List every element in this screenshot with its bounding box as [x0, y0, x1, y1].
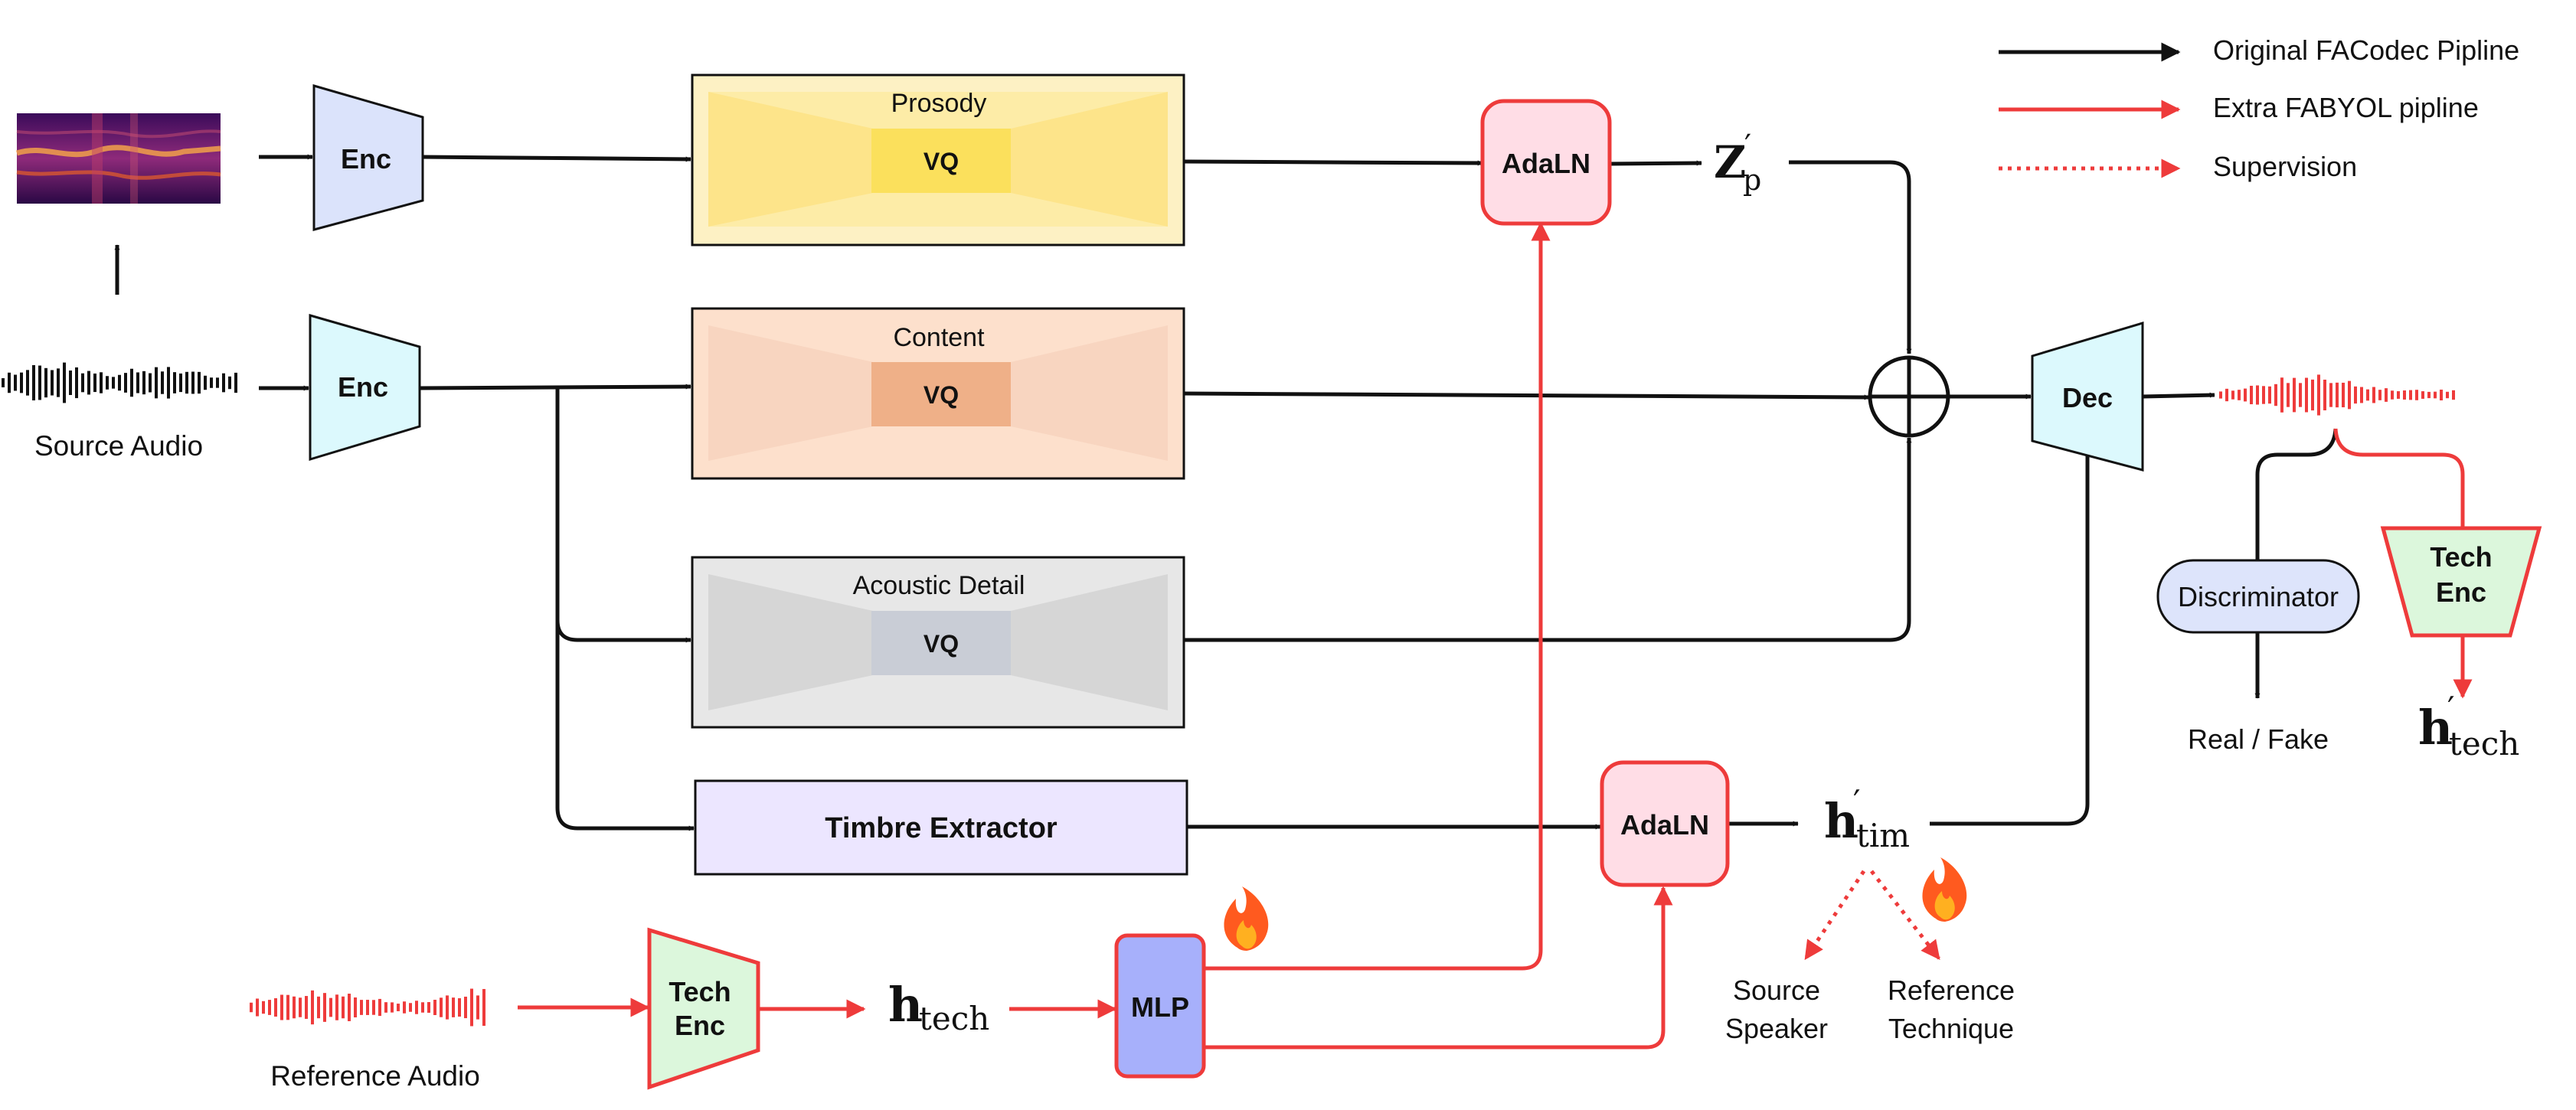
flame-icon [1224, 886, 1269, 951]
black-arrows [259, 154, 2338, 831]
arrow-enc-to-content [419, 384, 691, 390]
arrow-zp-to-sum [1789, 160, 1912, 354]
legend-extra-label: Extra FABYOL pipline [2213, 92, 2479, 123]
acoustic-title: Acoustic Detail [853, 571, 1025, 600]
tech-encoder-output: Tech Enc [2380, 526, 2542, 638]
h-tech-out-main: h [2418, 700, 2453, 756]
content-vq-label: VQ [924, 381, 959, 409]
supervision-arrow-speaker [1803, 870, 1866, 961]
timbre-extractor: Timbre Extractor [694, 779, 1188, 876]
discriminator: Discriminator [2156, 559, 2360, 634]
tech-enc-line1: Tech [669, 976, 731, 1007]
supervision-reference-line2: Technique [1888, 1013, 2014, 1044]
arrow-htim-to-dec [1930, 449, 2091, 826]
sum-node [1868, 355, 1950, 438]
reference-audio-waveform [250, 988, 485, 1027]
supervision-reference-line1: Reference [1888, 975, 2015, 1006]
tech-encoder-input: Tech Enc [647, 927, 760, 1090]
supervision-source-line2: Speaker [1725, 1013, 1828, 1044]
decoder-label: Dec [2062, 382, 2113, 413]
content-vq [871, 362, 1011, 426]
mlp-label: MLP [1131, 991, 1189, 1023]
h-tim-symbol: h ′ tim [1824, 783, 1910, 854]
prosody-title: Prosody [891, 89, 987, 118]
h-tech-out-prime: ′ [2447, 690, 2455, 727]
h-tim-prime: ′ [1853, 783, 1861, 821]
supervision-source-line1: Source [1733, 975, 1820, 1006]
adaln-top-label: AdaLN [1502, 148, 1590, 179]
prosody-block: Prosody VQ [691, 73, 1185, 246]
encoder-mid: Enc [309, 314, 421, 462]
spectrogram-image [15, 113, 221, 204]
arrow-acoustic-to-sum [1184, 437, 1912, 642]
mlp-block: MLP [1114, 933, 1206, 1079]
discriminator-label: Discriminator [2178, 581, 2339, 612]
encoder-top: Enc [312, 84, 424, 231]
legend-original-label: Original FACodec Pipline [2213, 34, 2519, 66]
content-block: Content VQ [691, 307, 1185, 480]
flame-icon [1922, 857, 1967, 922]
tech-enc-out-line1: Tech [2430, 541, 2492, 573]
arrow-enc-to-acoustic [555, 388, 691, 643]
z-p-sub: p [1743, 163, 1761, 197]
arrow-enc-to-prosody [422, 155, 691, 162]
encoder-top-label: Enc [341, 143, 391, 175]
reference-audio-label: Reference Audio [270, 1060, 480, 1092]
output-audio-waveform [2219, 374, 2455, 416]
h-tech-out-sub: tech [2449, 725, 2519, 762]
prosody-vq-label: VQ [924, 148, 959, 175]
h-tech-main: h [888, 977, 923, 1033]
h-tech-out-symbol: h ′ tech [2418, 690, 2519, 762]
adaln-top: AdaLN [1480, 99, 1612, 226]
arrow-output-to-discriminator [2255, 428, 2338, 560]
h-tim-sub: tim [1856, 817, 1910, 854]
supervision-arrow-technique [1870, 870, 1940, 960]
arrow-content-to-sum [1183, 391, 1870, 400]
legend: Original FACodec Pipline Extra FABYOL pi… [1999, 34, 2519, 182]
arrow-dec-to-output [2142, 392, 2215, 399]
acoustic-vq-label: VQ [924, 630, 959, 658]
legend-supervision-label: Supervision [2213, 151, 2357, 182]
arrow-adaln-to-zp [1609, 160, 1702, 166]
z-p-main: Z [1714, 136, 1746, 188]
real-fake-label: Real / Fake [2188, 723, 2329, 755]
tech-enc-out-line2: Enc [2436, 576, 2486, 608]
acoustic-vq [871, 611, 1011, 675]
arrow-prosody-to-adaln [1183, 159, 1483, 166]
adaln-bottom: AdaLN [1600, 760, 1730, 887]
prosody-vq [871, 129, 1011, 193]
decoder: Dec [2031, 321, 2144, 472]
adaln-bottom-label: AdaLN [1620, 809, 1709, 841]
z-p-prime: ′ [1744, 129, 1751, 164]
h-tech-sub: tech [919, 1000, 989, 1037]
arrow-mlp-to-adaln-top [1204, 221, 1551, 971]
arrow-output-to-techenc [2333, 428, 2465, 528]
red-arrows [518, 221, 2473, 1050]
source-audio-waveform [2, 362, 237, 403]
h-tech-symbol: h tech [888, 977, 989, 1037]
acoustic-detail-block: Acoustic Detail VQ [691, 556, 1185, 729]
encoder-mid-label: Enc [338, 371, 388, 403]
content-title: Content [893, 323, 985, 352]
arrow-enc-to-timbre [555, 536, 695, 831]
h-tim-main: h [1824, 793, 1858, 849]
tech-enc-line2: Enc [675, 1010, 725, 1041]
arrow-mlp-to-adaln-bottom [1204, 886, 1673, 1050]
z-p-symbol: Z ′ p [1714, 129, 1761, 197]
timbre-extractor-label: Timbre Extractor [825, 812, 1058, 844]
source-audio-label: Source Audio [34, 430, 203, 462]
